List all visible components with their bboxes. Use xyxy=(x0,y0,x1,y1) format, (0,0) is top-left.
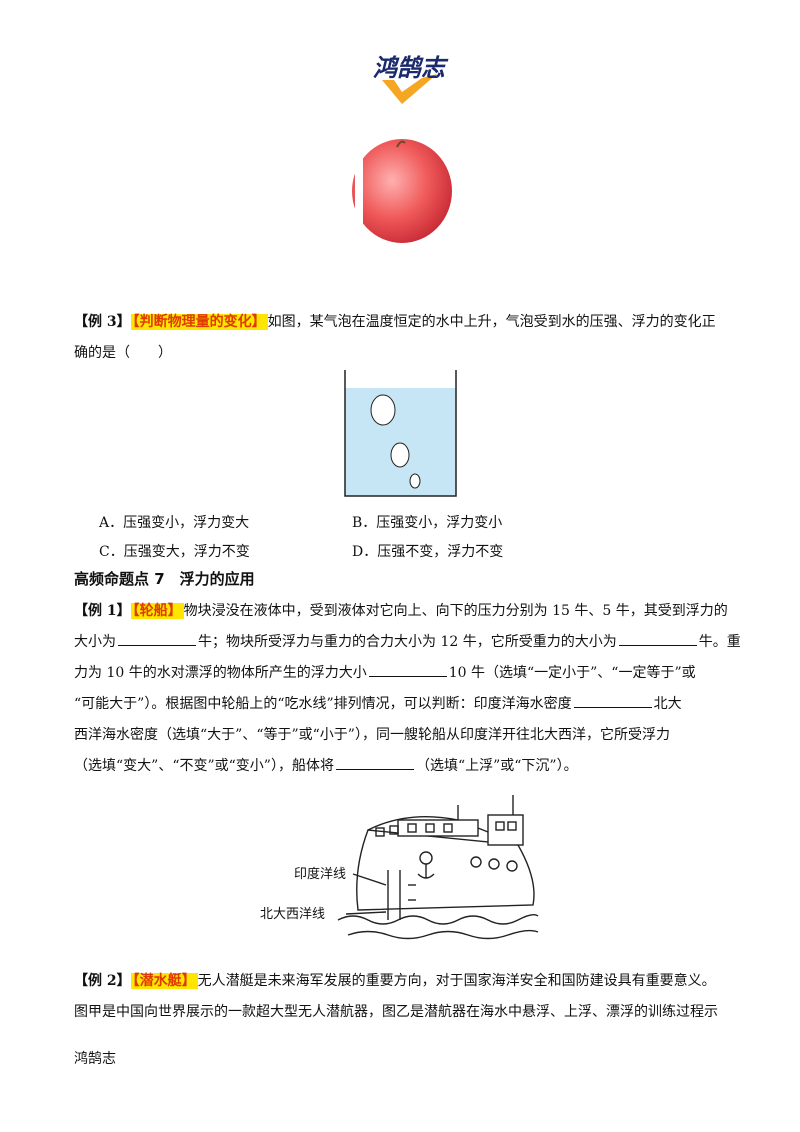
example2-line2: 图甲是中国向世界展示的一款超大型无人潜航器，图乙是潜航器在海水中悬浮、上浮、漂浮… xyxy=(74,1004,718,1020)
example1-line6a: （选填“变大”、“不变”或“变小”），船体将 xyxy=(74,758,334,774)
example2-highlight: 【潜水艇】 xyxy=(130,973,198,989)
example1-tag: 【例 1】 xyxy=(74,603,131,619)
example2-question: 【例 2】【潜水艇】无人潜艇是未来海军发展的重要方向，对于国家海洋安全和国防建设… xyxy=(74,966,734,1028)
example1-line4b: 北大 xyxy=(653,696,682,712)
option-c[interactable]: C．压强变大，浮力不变 xyxy=(99,544,250,560)
ship-figure: 印度洋线 北大西洋线 xyxy=(258,790,548,950)
label-india-line: 印度洋线 xyxy=(294,866,346,881)
example1-line2c: 牛。重 xyxy=(698,634,741,650)
logo-check-mark xyxy=(382,74,437,104)
example1-highlight: 【轮船】 xyxy=(130,603,184,619)
logo-text: 鸿鹄志 xyxy=(373,54,449,82)
page-footer: 鸿鹄志 xyxy=(74,1051,116,1067)
example1-question: 【例 1】【轮船】物块浸没在液体中，受到液体对它向上、向下的压力分别为 15 牛… xyxy=(74,596,741,782)
large-bubble xyxy=(370,394,396,426)
answer-blank-4[interactable] xyxy=(573,693,652,708)
example3-line2: 确的是（ ） xyxy=(74,345,172,361)
example1-line6b: （选填“上浮”或“下沉”）。 xyxy=(415,758,578,774)
medium-bubble xyxy=(390,442,410,468)
apple-image xyxy=(345,135,455,245)
small-bubble xyxy=(409,473,421,489)
example3-highlight: 【判断物理量的变化】 xyxy=(130,314,268,330)
example1-line1: 物块浸没在液体中，受到液体对它向上、向下的压力分别为 15 牛、5 牛，其受到浮… xyxy=(183,603,728,619)
answer-blank-3[interactable] xyxy=(368,662,447,677)
answer-blank-1[interactable] xyxy=(118,631,196,646)
example2-tag: 【例 2】 xyxy=(74,973,131,989)
answer-blank-5[interactable] xyxy=(335,755,414,770)
beaker-figure xyxy=(343,370,458,498)
option-a[interactable]: A．压强变小，浮力变大 xyxy=(99,515,250,531)
water-fill xyxy=(345,388,456,496)
example1-line3a: 力为 10 牛的水对漂浮的物体所产生的浮力大小 xyxy=(74,665,367,681)
answer-blank-2[interactable] xyxy=(618,631,697,646)
example1-line2b: 牛；物块所受浮力与重力的合力大小为 12 牛，它所受重力的大小为 xyxy=(198,634,617,650)
example3-question: 【例 3】【判断物理量的变化】如图，某气泡在温度恒定的水中上升，气泡受到水的压强… xyxy=(74,307,734,369)
example3-tag: 【例 3】 xyxy=(74,314,131,330)
option-d[interactable]: D．压强不变，浮力不变 xyxy=(352,544,504,560)
example1-line3b: 10 牛（选填“一定小于”、“一定等于”或 xyxy=(448,665,696,681)
example1-line4a: “可能大于”）。根据图中轮船上的“吃水线”排列情况，可以判断：印度洋海水密度 xyxy=(74,696,572,712)
example1-line5: 西洋海水密度（选填“大于”、“等于”或“小于”），同一艘轮船从印度洋开往北大西洋… xyxy=(74,727,670,743)
label-north-atlantic-line: 北大西洋线 xyxy=(260,906,325,921)
brand-logo: 鸿鹄志 xyxy=(352,52,467,110)
option-b[interactable]: B．压强变小，浮力变小 xyxy=(352,515,503,531)
section-heading: 高频命题点 7 浮力的应用 xyxy=(74,570,255,588)
example3-line1: 如图，某气泡在温度恒定的水中上升，气泡受到水的压强、浮力的变化正 xyxy=(267,314,716,330)
example2-line1: 无人潜艇是未来海军发展的重要方向，对于国家海洋安全和国防建设具有重要意义。 xyxy=(197,973,716,989)
example1-line2a: 大小为 xyxy=(74,634,116,650)
